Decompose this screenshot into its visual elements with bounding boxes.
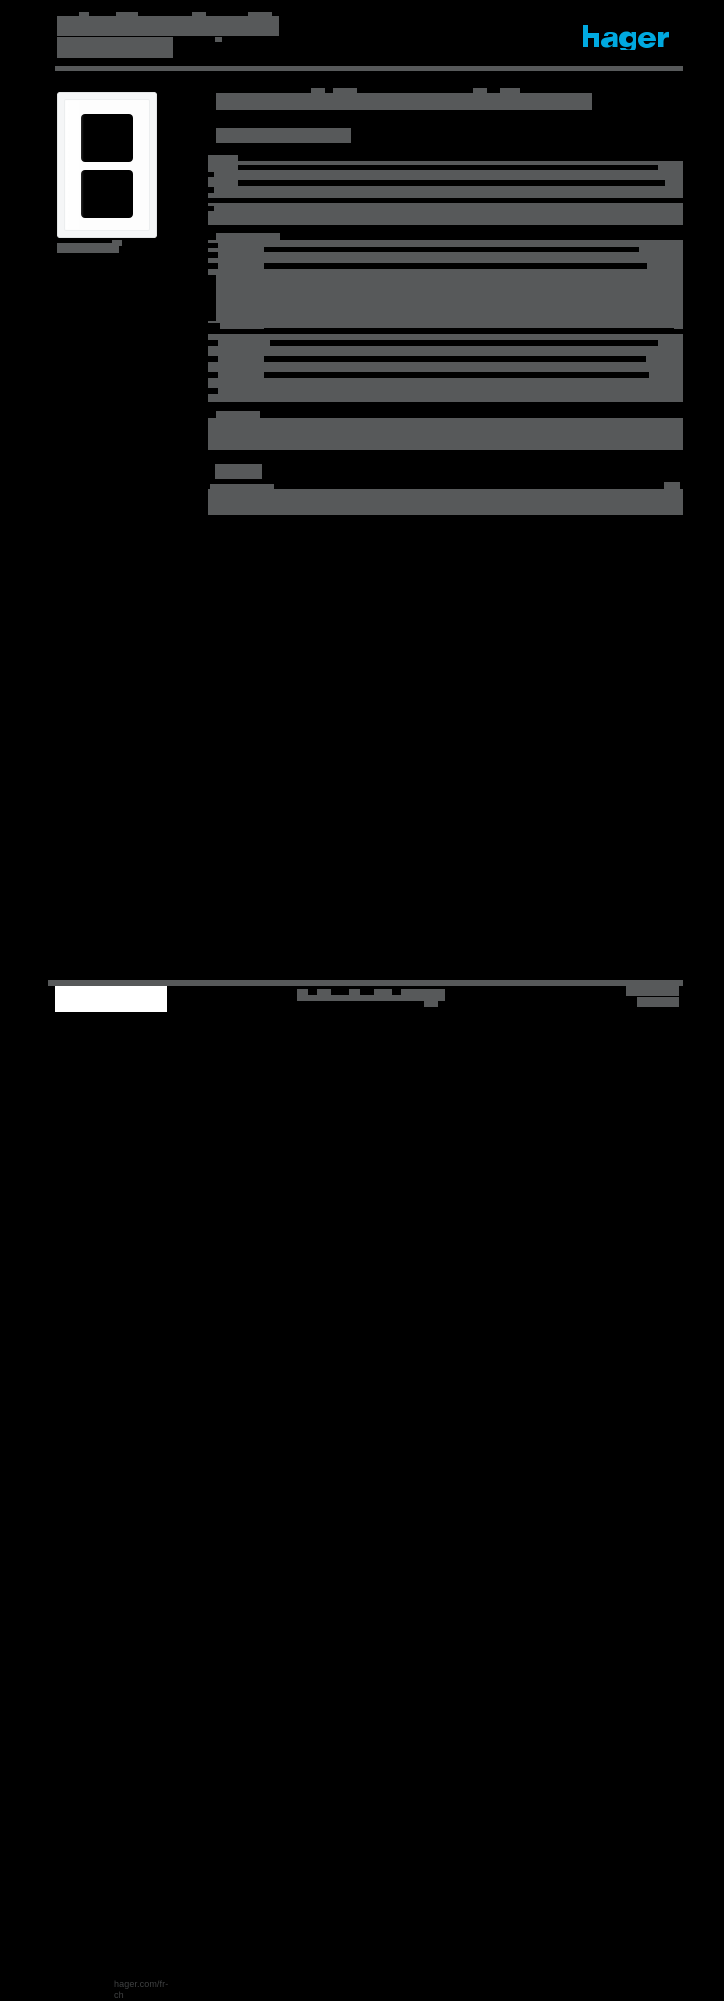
footer-note-gap-3: [360, 989, 374, 995]
row-edge-gap: [208, 340, 218, 346]
section-title: [216, 93, 592, 110]
final-row-value: [664, 482, 680, 490]
final-group-label: [215, 464, 262, 479]
hager-logo: [582, 24, 680, 50]
row-edge-gap: [208, 206, 214, 211]
footer-page-number-line2: [637, 997, 679, 1007]
page-title-line-2: [57, 37, 173, 58]
row-value-gap: [270, 340, 658, 346]
row-edge-gap: [208, 243, 218, 248]
wall-plate-aperture-top: [81, 114, 133, 162]
group-separator: [208, 450, 683, 462]
product-image: [57, 92, 157, 238]
row-value-gap: [238, 165, 658, 170]
wall-plate-aperture-bottom: [81, 170, 133, 218]
footer-note-descender: [424, 999, 438, 1007]
title-ascender-mark-1: [79, 12, 89, 18]
row-edge-gap: [208, 388, 218, 394]
section-subheading: [216, 128, 351, 143]
final-row-label: [210, 484, 274, 490]
group-1-label: [208, 155, 238, 161]
row-edge-gap: [208, 408, 218, 416]
row-separator: [208, 402, 683, 408]
title-ascender-mark-2: [116, 12, 138, 18]
product-image-caption: [57, 243, 119, 253]
row-edge-gap: [208, 372, 218, 378]
section-title-mark-4: [500, 88, 520, 94]
row-separator: [208, 198, 683, 203]
section-title-mark-2: [333, 88, 357, 94]
group-separator: [208, 225, 683, 233]
section-title-mark-3: [473, 88, 487, 94]
row-edge-gap: [208, 187, 214, 193]
row-value-gap: [264, 356, 646, 362]
table-row: [208, 489, 683, 515]
footer-url-box[interactable]: hager.com/fr-ch: [55, 986, 168, 2000]
title-ascender-mark-3: [192, 12, 206, 18]
row-value-gap: [264, 263, 647, 269]
title-ascender-mark-4: [248, 12, 272, 18]
group-2-label: [216, 233, 280, 240]
row-edge-gap: [208, 252, 218, 258]
section-title-mark-1: [311, 88, 325, 94]
title-descender-mark: [215, 37, 222, 42]
footer-note-gap-2: [331, 989, 349, 995]
row-separator: [264, 328, 674, 334]
row-edge-gap: [208, 356, 218, 362]
group-3-label: [216, 411, 260, 418]
footer-divider: [48, 980, 683, 986]
table-row: [208, 203, 683, 225]
row-value-gap: [264, 372, 649, 378]
hager-logo-glyph: [583, 25, 669, 50]
row-value-gap: [238, 180, 665, 186]
header-divider: [55, 66, 683, 71]
footer-page-number: [626, 986, 679, 996]
page-header: [0, 0, 724, 80]
product-caption-superscript: [112, 240, 122, 246]
footer-url[interactable]: hager.com/fr-ch: [114, 1979, 169, 2000]
row-value-gap: [264, 247, 639, 252]
wall-plate-highlight: [66, 101, 84, 229]
footer-note-gap-1: [308, 989, 317, 995]
table-row-block: [208, 240, 683, 329]
page-title-line-1: [57, 16, 279, 36]
table-row: [208, 418, 683, 450]
row-edge-gap: [208, 323, 220, 333]
footer-note-gap-4: [392, 989, 401, 995]
row-separator: [208, 479, 683, 484]
row-edge-gap: [208, 172, 214, 177]
row-edge-gap: [208, 275, 216, 321]
row-edge-gap: [208, 263, 218, 269]
